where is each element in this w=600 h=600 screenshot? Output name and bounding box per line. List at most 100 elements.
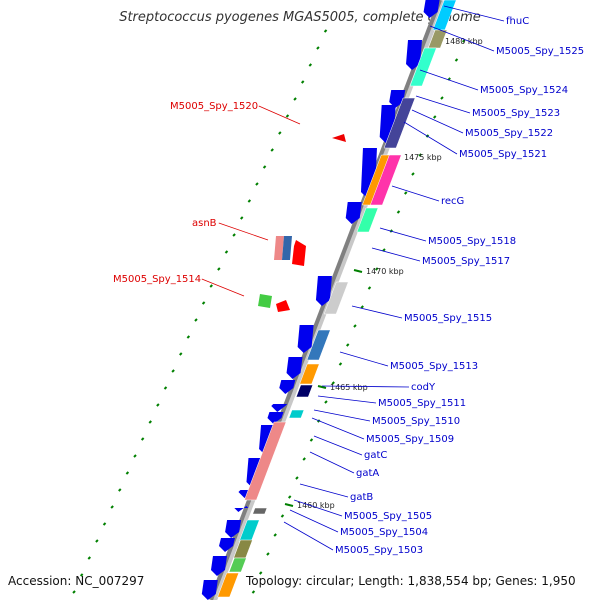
gene-label: M5005_Spy_1515: [404, 313, 492, 324]
gene-bar: [252, 507, 268, 515]
scale-dot: [194, 318, 198, 322]
tick-label: 1475 kbp: [404, 153, 442, 162]
scale-dot-inner: [302, 457, 306, 461]
scale-dot: [87, 556, 91, 560]
scale-dot: [118, 488, 122, 492]
gene-bar: [409, 47, 437, 87]
gene-bar: [323, 281, 349, 315]
label-leader: [415, 95, 471, 114]
genes-layer: [201, 0, 457, 600]
scale-dot: [262, 165, 267, 169]
label-leader: [419, 69, 479, 91]
scale-dot-inner: [462, 39, 466, 43]
gene-label-reverse: asnB: [192, 218, 217, 229]
label-leader-reverse: [258, 105, 301, 125]
gene-reverse: [274, 236, 284, 260]
gene-label: fhuC: [506, 16, 529, 27]
scale-dot: [171, 369, 175, 373]
scale-dot: [72, 590, 76, 594]
gene-reverse: [276, 300, 290, 312]
label-leader: [411, 109, 464, 134]
scale-dot: [186, 335, 191, 339]
gene-forward: [315, 276, 332, 306]
gene-label: M5005_Spy_1522: [465, 128, 553, 139]
gene-label: recG: [441, 196, 464, 207]
scale-dot: [133, 454, 137, 458]
label-leader: [289, 509, 339, 533]
scale-dot-inner: [404, 191, 408, 195]
tick-mark: [284, 503, 294, 507]
scale-dot: [79, 573, 84, 577]
scale-dot-inner: [295, 476, 299, 480]
gene-forward: [271, 404, 288, 412]
gene-bar: [288, 409, 305, 419]
scale-dot: [255, 182, 259, 186]
scale-dot-inner: [258, 571, 263, 575]
tick-mark: [317, 385, 327, 389]
gene-forward: [267, 412, 284, 424]
gene-label: M5005_Spy_1518: [428, 236, 516, 247]
gene-label-reverse: M5005_Spy_1520: [170, 101, 258, 112]
gene-bar: [383, 97, 416, 149]
scale-dot: [217, 267, 221, 271]
gene-label: M5005_Spy_1510: [372, 416, 460, 427]
scale-dot: [270, 148, 274, 152]
scale-dot: [323, 29, 328, 33]
gene-forward: [297, 325, 314, 353]
scale-dot-inner: [266, 552, 270, 556]
tick-label: 1465 kbp: [330, 383, 368, 392]
leaders-layer: [201, 5, 505, 551]
scale-dot: [278, 131, 282, 135]
gene-label: M5005_Spy_1513: [390, 361, 478, 372]
scale-dot: [201, 301, 206, 305]
label-leader: [309, 451, 355, 474]
label-leader: [293, 499, 343, 517]
gene-label: gatB: [350, 492, 373, 503]
scale-dot-inner: [280, 514, 285, 518]
scale-dot-inner: [418, 153, 422, 157]
scale-dot-inner: [375, 267, 379, 271]
scale-dot-inner: [360, 305, 364, 309]
scale-dot: [316, 46, 320, 50]
gene-label: gatA: [356, 468, 379, 479]
scale-dot: [293, 97, 297, 101]
scale-dot: [285, 114, 290, 118]
scale-dot: [308, 63, 313, 67]
gene-reverse: [282, 236, 292, 260]
scale-dot-inner: [411, 172, 415, 176]
scale-dot: [140, 437, 145, 441]
label-leader: [317, 395, 377, 404]
label-leader: [403, 121, 458, 155]
gene-reverse: [292, 240, 306, 266]
scale-dot-inner: [454, 58, 459, 62]
gene-forward: [286, 357, 303, 379]
gene-label: M5005_Spy_1503: [335, 545, 423, 556]
gene-forward: [279, 380, 296, 394]
gene-label: M5005_Spy_1521: [459, 149, 547, 160]
scale-dot: [247, 199, 252, 203]
scale-dot-inner: [353, 324, 357, 328]
scale-dot-inner: [273, 533, 277, 537]
scale-dot: [240, 216, 244, 220]
gene-bar: [306, 329, 331, 361]
gene-bar: [244, 421, 287, 501]
label-leader: [299, 483, 349, 498]
gene-reverse: [258, 294, 272, 308]
scale-dot-inner: [367, 286, 372, 290]
label-leader: [313, 409, 371, 422]
gene-label: M5005_Spy_1511: [378, 398, 466, 409]
gene-bar: [369, 154, 402, 206]
scale-dot: [209, 284, 213, 288]
gene-label: M5005_Spy_1523: [472, 108, 560, 119]
gene-label: codY: [411, 382, 436, 393]
scale-dot: [156, 403, 160, 407]
topology-text: Topology: circular; Length: 1,838,554 bp…: [246, 574, 576, 588]
scale-dot: [95, 539, 99, 543]
label-leader: [391, 185, 440, 202]
label-leader: [371, 247, 421, 262]
scale-dot: [110, 505, 114, 509]
gene-forward: [201, 580, 218, 600]
label-leader: [321, 385, 410, 388]
gene-label: M5005_Spy_1525: [496, 46, 584, 57]
